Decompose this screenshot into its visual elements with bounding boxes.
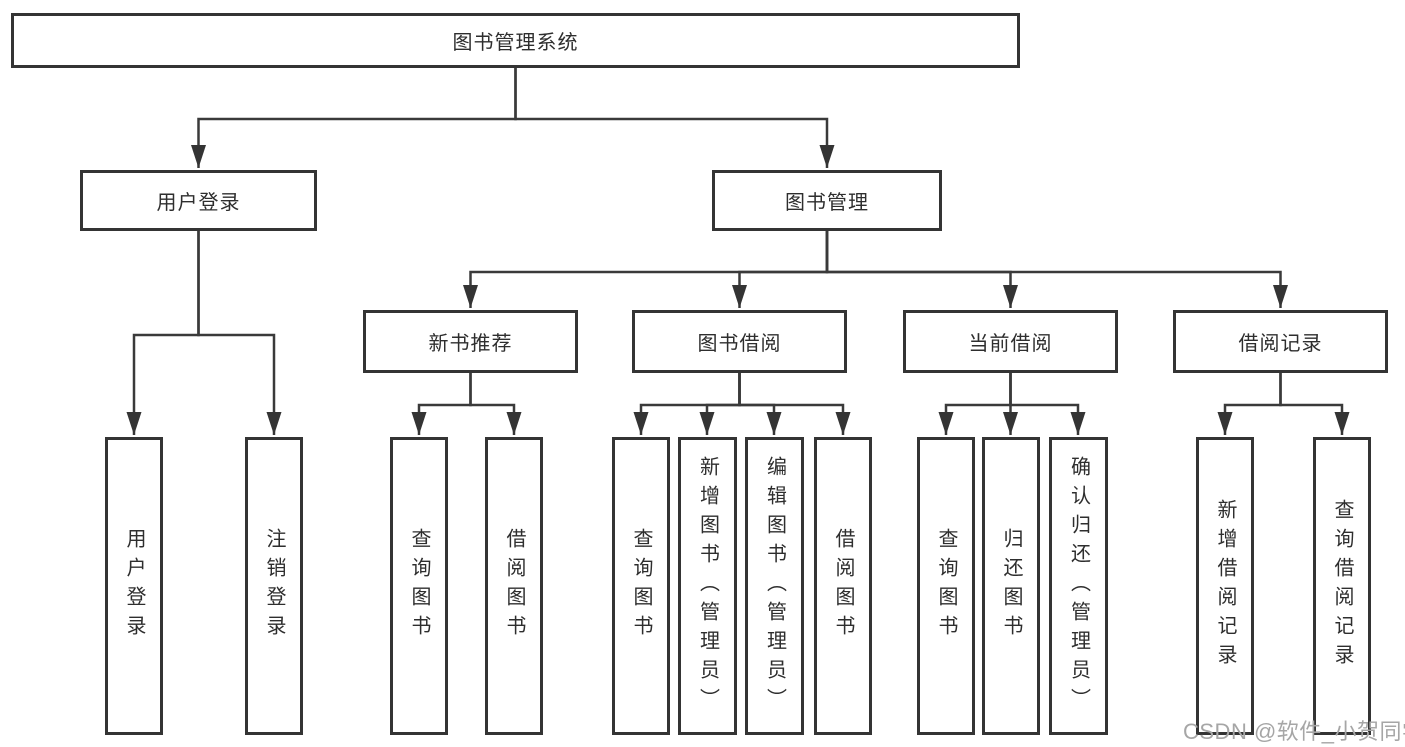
node-label: 归还图书 — [1000, 528, 1022, 644]
node-label: 用户登录 — [123, 528, 145, 644]
node-user-login: 用户登录 — [80, 170, 317, 231]
leaf-logout: 注销登录 — [245, 437, 303, 735]
node-label: 查询借阅记录 — [1331, 499, 1353, 673]
node-label: 借阅图书 — [503, 528, 525, 644]
csdn-watermark: CSDN @软件_小贺同学 — [1183, 719, 1405, 744]
node-label: 用户登录 — [156, 192, 241, 214]
node-book-management: 图书管理 — [712, 170, 942, 231]
leaf-edit-books-admin: 编辑图书（管理员） — [745, 437, 804, 735]
node-label: 确认归还（管理员） — [1067, 455, 1090, 717]
node-label: 图书管理系统 — [452, 32, 579, 54]
leaf-add-books-admin: 新增图书（管理员） — [678, 437, 737, 735]
node-new-book-recommend: 新书推荐 — [363, 310, 578, 373]
node-label: 查询图书 — [935, 528, 957, 644]
leaf-borrow-books-recommend: 借阅图书 — [485, 437, 543, 735]
node-label: 注销登录 — [263, 528, 285, 644]
leaf-query-books-borrow: 查询图书 — [612, 437, 670, 735]
leaf-confirm-return-admin: 确认归还（管理员） — [1049, 437, 1108, 735]
node-label: 当前借阅 — [968, 333, 1053, 355]
node-label: 借阅记录 — [1238, 333, 1323, 355]
node-label: 借阅图书 — [832, 528, 854, 644]
node-label: 编辑图书（管理员） — [763, 455, 786, 717]
node-label: 新增借阅记录 — [1214, 499, 1236, 673]
node-label: 图书借阅 — [697, 333, 782, 355]
leaf-return-books: 归还图书 — [982, 437, 1040, 735]
node-book-borrowing: 图书借阅 — [632, 310, 847, 373]
leaf-query-books-recommend: 查询图书 — [390, 437, 448, 735]
leaf-add-borrow-record: 新增借阅记录 — [1196, 437, 1254, 735]
node-label: 查询图书 — [408, 528, 430, 644]
node-current-borrowing: 当前借阅 — [903, 310, 1118, 373]
node-label: 查询图书 — [630, 528, 652, 644]
node-label: 图书管理 — [785, 192, 869, 214]
leaf-query-books-current: 查询图书 — [917, 437, 975, 735]
leaf-user-login: 用户登录 — [105, 437, 163, 735]
leaf-borrow-books: 借阅图书 — [814, 437, 872, 735]
node-label: 新增图书（管理员） — [696, 455, 719, 717]
node-label: 新书推荐 — [428, 333, 513, 355]
leaf-query-borrow-record: 查询借阅记录 — [1313, 437, 1371, 735]
node-borrowing-records: 借阅记录 — [1173, 310, 1388, 373]
node-library-management-system: 图书管理系统 — [11, 13, 1020, 68]
